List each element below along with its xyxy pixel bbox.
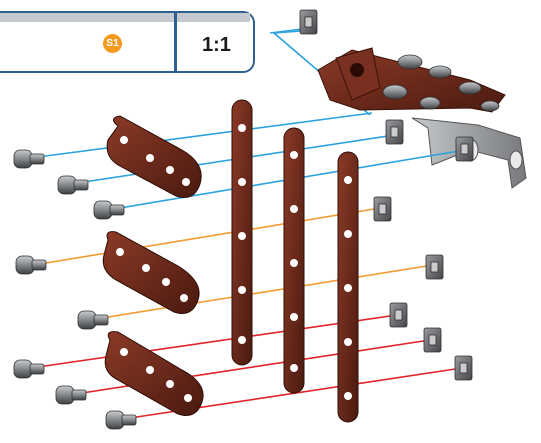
guide-lines-orange bbox=[39, 207, 434, 319]
part-code-badge: S1 bbox=[103, 34, 122, 53]
scale-label: 1:1 bbox=[202, 34, 231, 56]
upper-assembly bbox=[317, 47, 527, 189]
square-nut-icon bbox=[299, 9, 474, 381]
callout-header-bar bbox=[0, 13, 250, 22]
perforated-strip-icon bbox=[102, 115, 204, 416]
callout-divider bbox=[174, 13, 177, 71]
parts-callout bbox=[0, 11, 255, 73]
vertical-strips bbox=[231, 99, 359, 423]
angle-bracket-icon bbox=[411, 117, 527, 189]
hex-bolt-icon bbox=[13, 149, 137, 430]
